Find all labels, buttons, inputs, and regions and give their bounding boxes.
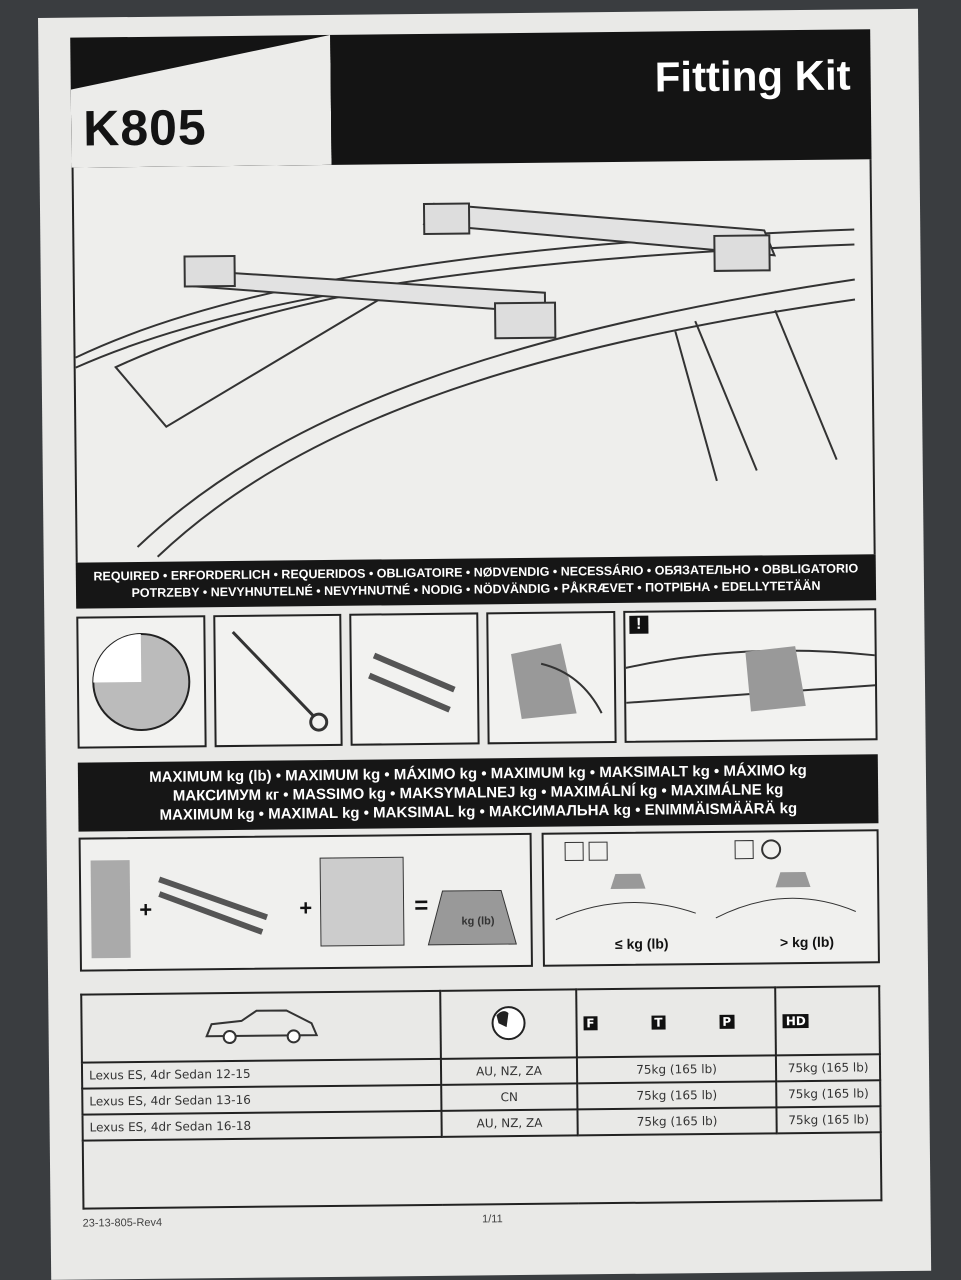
vehicle-fit-table: F T P HD Lexus ES, 4dr Sedan 12-15 AU, N… bbox=[80, 985, 882, 1209]
header: K805 Fitting Kit bbox=[70, 29, 872, 168]
load-calculation: + + = kg (lb) bbox=[78, 832, 534, 972]
bar-type-hd: HD bbox=[775, 986, 880, 1056]
over-limit-label: > kg (lb) bbox=[779, 933, 835, 951]
clock-icon bbox=[76, 615, 207, 749]
roof-bars-icon bbox=[349, 612, 480, 746]
clean-roof-warning: ! bbox=[622, 608, 878, 743]
warning-icon: ! bbox=[628, 615, 649, 634]
globe-region-icon bbox=[440, 989, 577, 1059]
kit-code: K805 bbox=[82, 99, 207, 157]
load-allowed-vs-overload: ≤ kg (lb) > kg (lb) bbox=[541, 829, 880, 967]
within-limit-label: ≤ kg (lb) bbox=[614, 935, 669, 953]
required-banner: REQUIRED • ERFORDERLICH • REQUERIDOS • O… bbox=[75, 554, 877, 609]
bar-type-ftp: F T P bbox=[575, 987, 777, 1058]
footer: 23-13-805-Rev4 1/11 bbox=[83, 1209, 883, 1229]
load-diagram: + + = kg (lb) ≤ kg (lb) > kg (lb) bbox=[78, 829, 880, 972]
page-number: 1/11 bbox=[482, 1213, 503, 1226]
weight-label: kg (lb) bbox=[461, 915, 495, 928]
roof-rack-illustration bbox=[71, 159, 876, 563]
required-items: ! bbox=[76, 600, 878, 756]
page-title: Fitting Kit bbox=[654, 51, 851, 101]
maximum-load-banner: MAXIMUM kg (lb) • MAXIMUM kg • MÁXIMO kg… bbox=[77, 754, 879, 832]
tool-key-icon bbox=[212, 613, 343, 748]
car-icon bbox=[81, 990, 442, 1063]
cleaning-cloth-icon bbox=[486, 610, 617, 745]
instruction-sheet: K805 Fitting Kit REQUIRED • ERFORDERLICH… bbox=[38, 8, 932, 1280]
document-number: 23-13-805-Rev4 bbox=[82, 1216, 163, 1230]
